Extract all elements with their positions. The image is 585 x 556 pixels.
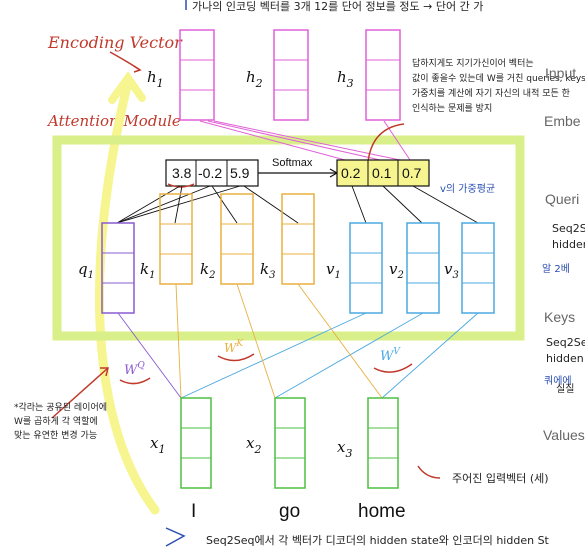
word-i: I [191,501,196,522]
v3-box [461,222,495,314]
v-vectors [349,222,495,314]
red-curve-arrow [367,123,405,163]
x2-box [274,397,306,489]
top-right-note: 답하지게도 지기가신이어 벡터는 값이 좋을수 있는데 W를 거친 querie… [412,57,585,114]
weight-1: 0.2 [341,165,361,181]
wv-label: WV [380,347,401,364]
svg-text:Seq2S: Seq2S [552,222,585,235]
score-2: -0.2 [198,165,222,181]
x-vectors [180,397,399,489]
attention-module-label: Attention Module [46,112,181,130]
q1-label: q1 [78,260,94,281]
h1-label: h1 [147,68,164,90]
q1-vector [101,222,135,314]
wk-label: WK [224,339,244,355]
v2-label: v2 [389,260,404,281]
projection-lines [117,283,479,399]
yellow-highlight-arrow [94,77,160,515]
h3-box [365,29,401,121]
h3-label: h3 [337,68,354,90]
score-3: 5.9 [230,165,250,181]
x3-label: x3 [337,438,352,460]
v1-label: v1 [326,260,341,281]
bottom-arrow [165,527,186,547]
softmax-label: Softmax [272,157,313,169]
svg-text:hidden: hidden [546,352,584,365]
k2-label: k2 [200,260,215,281]
top-note: 가나의 인코딩 벡터를 3개 12를 단어 정보를 정도 → 단어 간 가 [192,0,483,13]
side-label-embed: Embe [544,113,581,129]
h1-box [179,29,215,121]
k1-label: k1 [140,260,155,281]
score-arrows [116,185,479,224]
attention-module-frame [52,135,525,341]
side-label-keys: Keys [544,309,575,325]
v3-label: v3 [444,260,459,281]
v2-box [406,222,440,314]
svg-text:인식하는 문제를 방지: 인식하는 문제를 방지 [412,103,492,114]
svg-text:알 2베: 알 2베 [542,263,570,275]
svg-text:가중치를 계산에 자기 자신의 내적 모든 한: 가중치를 계산에 자기 자신의 내적 모든 한 [412,87,570,99]
right-red-arrow [417,465,441,479]
wq-label: WQ [124,361,145,378]
svg-text:Seq2Se: Seq2Se [546,336,585,349]
x2-label: x2 [246,434,261,456]
svg-text:실질: 실질 [556,383,574,395]
weight-2: 0.1 [372,165,392,181]
score-boxes: 3.8 -0.2 5.9 [165,159,259,188]
svg-text:hidden: hidden [552,238,585,251]
score-1: 3.8 [172,165,192,181]
k1-box [159,193,193,285]
side-label-values: Values [543,427,585,443]
k-vectors [159,193,315,285]
left-note: *각라는 공유된 레이어에 W를 곱하게 각 역할에 맞는 유연한 변경 가능 [14,401,107,441]
left-red-arrow [51,367,109,419]
word-go: go [279,501,300,522]
h2-label: h2 [246,68,263,90]
k2-box [220,193,254,285]
word-home: home [358,501,406,522]
h2-box [273,29,309,121]
bottom-note: Seq2Seq에서 각 벡터가 디코더의 hidden state와 인코더의 … [206,534,550,547]
x3-box [367,397,399,489]
weights-note: v의 가중평균 [440,183,495,195]
right-note: 주어진 입력벡터 (세) [452,472,549,485]
encoding-vector-label: Encoding Vector [47,33,183,52]
svg-text:값이 좋을수 있는데 W를 거친 queries, keys: 값이 좋을수 있는데 W를 거친 queries, keys [412,72,585,84]
x1-box [180,397,212,489]
side-label-queries: Queri [545,191,579,207]
svg-text:*각라는 공유된 레이어에: *각라는 공유된 레이어에 [14,401,107,413]
v1-box [349,222,383,314]
side-label-input: Input [545,65,576,81]
x1-label: x1 [150,434,165,456]
softmax-output: 0.2 0.1 0.7 [336,159,430,187]
svg-text:맞는 유연한 변경 가능: 맞는 유연한 변경 가능 [14,429,97,441]
svg-text:답하지게도 지기가신이어 벡터는: 답하지게도 지기가신이어 벡터는 [412,57,534,69]
weight-3: 0.7 [402,165,422,181]
h-vectors [179,29,401,121]
svg-text:W를 곱하게 각 역할에: W를 곱하게 각 역할에 [14,415,98,427]
k3-label: k3 [260,260,275,281]
svg-text:쿼에에: 쿼에에 [544,375,572,387]
k3-box [281,193,315,285]
